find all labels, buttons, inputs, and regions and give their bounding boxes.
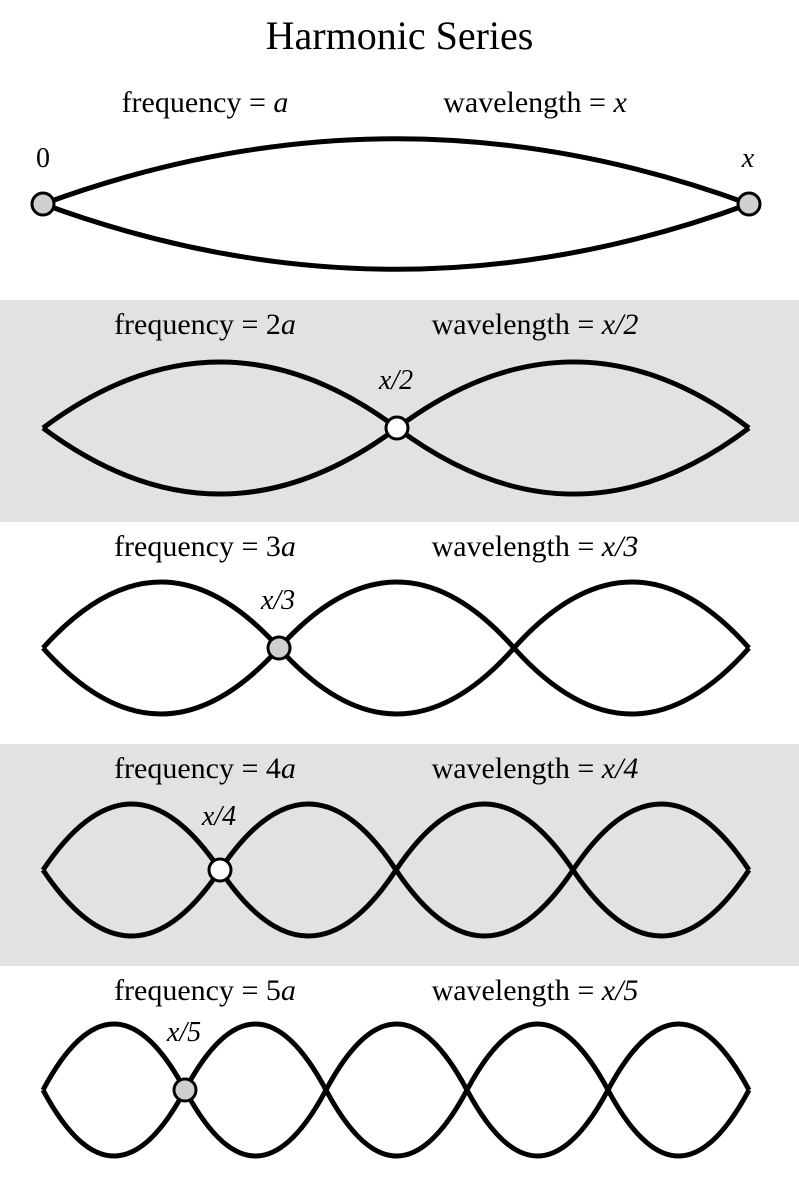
node-marker bbox=[172, 1077, 198, 1103]
wavelength-label: wavelength = x bbox=[443, 86, 627, 119]
wave-harmonic-1 bbox=[42, 136, 750, 272]
harmonic-band-1: frequency = a wavelength = x 0 x bbox=[0, 78, 799, 300]
wave-harmonic-3 bbox=[41, 579, 751, 717]
frequency-label: frequency = 5a bbox=[114, 974, 296, 1007]
harmonic-band-5: frequency = 5a wavelength = x/5 x/5 bbox=[0, 966, 799, 1188]
harmonic-band-2: frequency = 2a wavelength = x/2 x/2 bbox=[0, 300, 799, 522]
node-label: x/3 bbox=[260, 585, 296, 616]
wave-trough bbox=[42, 201, 750, 272]
node-marker bbox=[207, 857, 233, 883]
frequency-label: frequency = 4a bbox=[114, 752, 296, 785]
wavelength-label: wavelength = x/5 bbox=[431, 974, 639, 1007]
node-label: x/5 bbox=[166, 1017, 202, 1048]
wave-crest bbox=[42, 136, 750, 207]
node-label: x/2 bbox=[378, 365, 414, 396]
node-marker bbox=[266, 635, 292, 661]
wave-crest bbox=[40, 1021, 752, 1159]
start-label: 0 bbox=[36, 143, 50, 174]
diagram-title: Harmonic Series bbox=[265, 13, 534, 58]
node-label: x/4 bbox=[201, 801, 237, 832]
node-marker bbox=[384, 415, 410, 441]
wavelength-label: wavelength = x/4 bbox=[431, 752, 639, 785]
wave-harmonic-5 bbox=[40, 1021, 752, 1159]
wavelength-label: wavelength = x/3 bbox=[431, 530, 639, 563]
wave-trough bbox=[41, 579, 751, 717]
wave-harmonic-4 bbox=[40, 801, 752, 939]
wave-trough bbox=[40, 1021, 752, 1159]
node-marker-end bbox=[736, 191, 762, 217]
node-marker-start bbox=[30, 191, 56, 217]
wave-crest bbox=[41, 579, 751, 717]
frequency-label: frequency = 3a bbox=[114, 530, 296, 563]
end-label: x bbox=[741, 143, 755, 174]
wave-trough bbox=[40, 801, 752, 939]
wavelength-label: wavelength = x/2 bbox=[431, 308, 639, 341]
harmonic-band-3: frequency = 3a wavelength = x/3 x/3 bbox=[0, 522, 799, 744]
frequency-label: frequency = a bbox=[121, 86, 289, 119]
harmonic-band-4: frequency = 4a wavelength = x/4 x/4 bbox=[0, 744, 799, 966]
frequency-label: frequency = 2a bbox=[114, 308, 296, 341]
